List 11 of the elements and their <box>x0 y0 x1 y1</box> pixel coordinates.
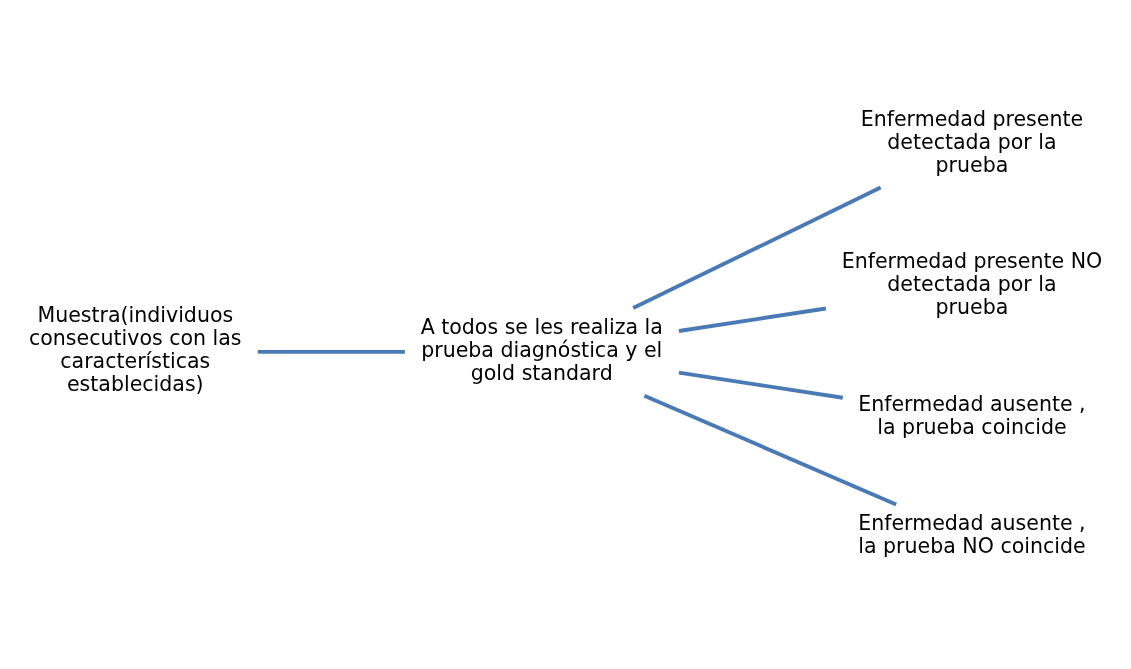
node-text: Enfermedad presente detectada por la prueba <box>860 106 1084 177</box>
node-text: A todos se les realiza la prueba diagnóstica y el gold standard <box>420 314 663 385</box>
connector <box>678 370 844 400</box>
node-text: Muestra(individuos consecutivos con las características establecidas) <box>29 303 242 397</box>
connector <box>257 349 405 354</box>
connector <box>643 393 897 507</box>
connector <box>678 306 827 333</box>
connector <box>632 185 882 310</box>
node-text: Enfermedad ausente , la prueba NO coincide <box>858 511 1086 559</box>
node-text: Enfermedad presente NO detectada por la prueba <box>841 249 1103 320</box>
node-text: Enfermedad ausente , la prueba coincide <box>858 391 1086 439</box>
